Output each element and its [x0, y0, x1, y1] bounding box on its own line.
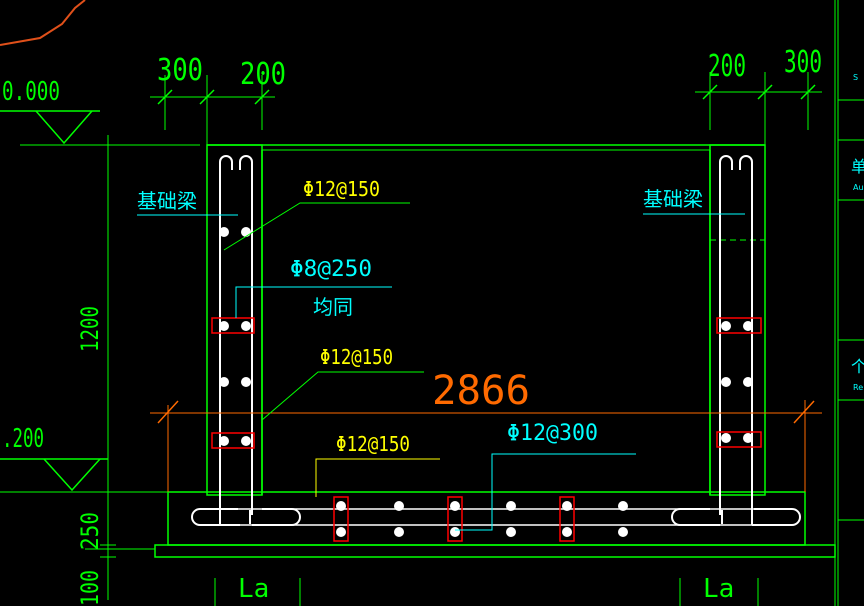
base-slab-bars	[336, 501, 628, 537]
rebar-leader-1	[223, 202, 410, 251]
anchor-length-left: La	[238, 574, 269, 604]
panel-char-4: 个	[851, 357, 864, 376]
dimension-top-right-300: 300	[784, 45, 822, 80]
cushion-layer	[154, 544, 836, 558]
rebar-leader-4	[315, 458, 440, 497]
right-wall-outline	[709, 144, 766, 496]
level-bottom-triangle	[43, 458, 101, 492]
left-bottom-hook	[191, 508, 301, 526]
rebar-leader-2	[235, 286, 392, 318]
dimension-1200: 1200	[76, 306, 104, 352]
dimension-top-300: 300	[157, 53, 203, 88]
right-wall-stirrups	[716, 317, 762, 448]
panel-char-2: 单	[851, 157, 864, 176]
panel-char-1: S	[853, 73, 858, 82]
rebar-callout-3: Φ12@150	[320, 345, 393, 369]
rebar-callout-5: Φ12@300	[507, 421, 598, 446]
beam-label-left: 基础梁	[137, 189, 197, 213]
panel-char-3: Au	[853, 183, 864, 192]
base-slab-stirrups	[333, 496, 575, 542]
rebar-callout-2: Φ8@250	[290, 257, 372, 282]
base-slab-outline	[167, 491, 806, 546]
right-wall-bars	[721, 321, 753, 443]
right-panel: S 单 Au 个 Re	[834, 0, 864, 606]
level-bottom-label: .200	[2, 424, 44, 454]
dimension-250: 250	[76, 512, 104, 550]
right-bottom-hook	[671, 508, 801, 526]
rebar-callout-2-note: 均同	[313, 295, 353, 319]
dimension-100: 100	[76, 570, 104, 606]
dimension-top-200: 200	[240, 57, 286, 92]
right-wall-rebar	[719, 155, 753, 515]
beam-label-right: 基础梁	[643, 187, 703, 211]
panel-char-5: Re	[853, 383, 863, 392]
rebar-leader-5	[455, 453, 636, 531]
level-top-triangle	[35, 110, 93, 145]
rebar-callout-4: Φ12@150	[336, 432, 410, 456]
dimension-top-right-200: 200	[708, 49, 746, 84]
terrain-line	[0, 0, 86, 46]
left-wall-rebar	[219, 155, 253, 515]
rebar-leader-3	[261, 371, 424, 421]
level-top-label: 0.000	[2, 77, 60, 107]
left-wall-stirrups	[211, 317, 255, 449]
rebar-callout-1: Φ12@150	[303, 177, 380, 201]
anchor-length-right: La	[703, 574, 734, 604]
overall-dimension-label: 2866	[432, 368, 530, 414]
